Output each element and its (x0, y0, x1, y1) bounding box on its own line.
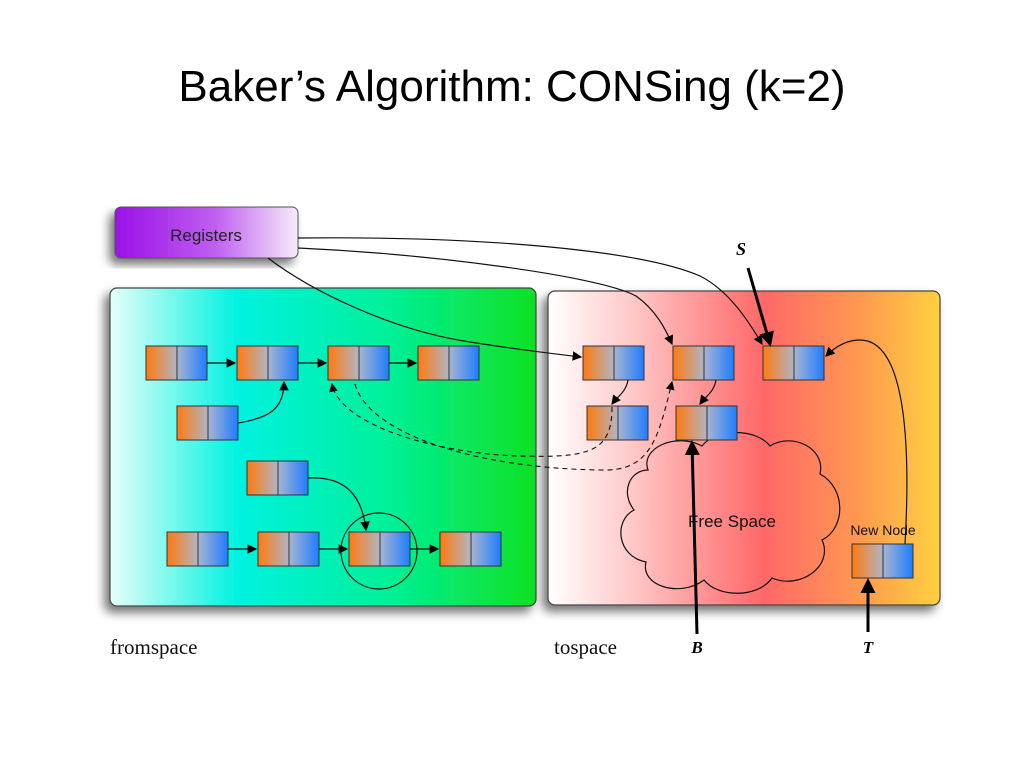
node-cell (348, 531, 411, 567)
registers-box (114, 206, 299, 259)
fromspace-label: fromspace (110, 635, 197, 659)
registers-pointer (297, 247, 674, 346)
node-cell (586, 405, 649, 441)
pointer-t-label: T (863, 638, 874, 657)
node-cell (327, 345, 390, 381)
node-cell (762, 345, 825, 381)
new-node-cell (851, 543, 914, 579)
node-cell (257, 531, 320, 567)
node-cell (166, 531, 229, 567)
node-cell (672, 345, 735, 381)
node-cell (236, 345, 299, 381)
pointer-arrow (611, 379, 629, 405)
node-cell (582, 345, 645, 381)
forwarding-pointer (329, 382, 613, 457)
registers-pointer (267, 257, 583, 361)
registers-label: Registers (170, 226, 242, 245)
free-space-label: Free Space (688, 512, 776, 531)
node-cell (246, 460, 309, 496)
tospace-region (547, 290, 941, 606)
s-pointer-arrow (746, 267, 774, 347)
tospace-label: tospace (554, 635, 617, 659)
registers-pointer (297, 237, 763, 346)
slide-title: Baker’s Algorithm: CONSing (k=2) (178, 62, 846, 111)
pointer-arrow (699, 379, 717, 405)
node-cell (145, 345, 208, 381)
node-cell (675, 405, 738, 441)
b-pointer-arrow (684, 440, 700, 635)
new-node-label: New Node (850, 522, 916, 538)
pointer-arrow (825, 339, 908, 545)
pointer-arrow (307, 477, 370, 532)
node-cell (439, 531, 502, 567)
forwarding-pointer (354, 380, 675, 471)
pointer-arrow (237, 380, 289, 424)
pointer-s-label: S (736, 239, 746, 259)
pointer-b-label: B (690, 638, 702, 657)
node-cell (176, 405, 239, 441)
node-cell (417, 345, 480, 381)
